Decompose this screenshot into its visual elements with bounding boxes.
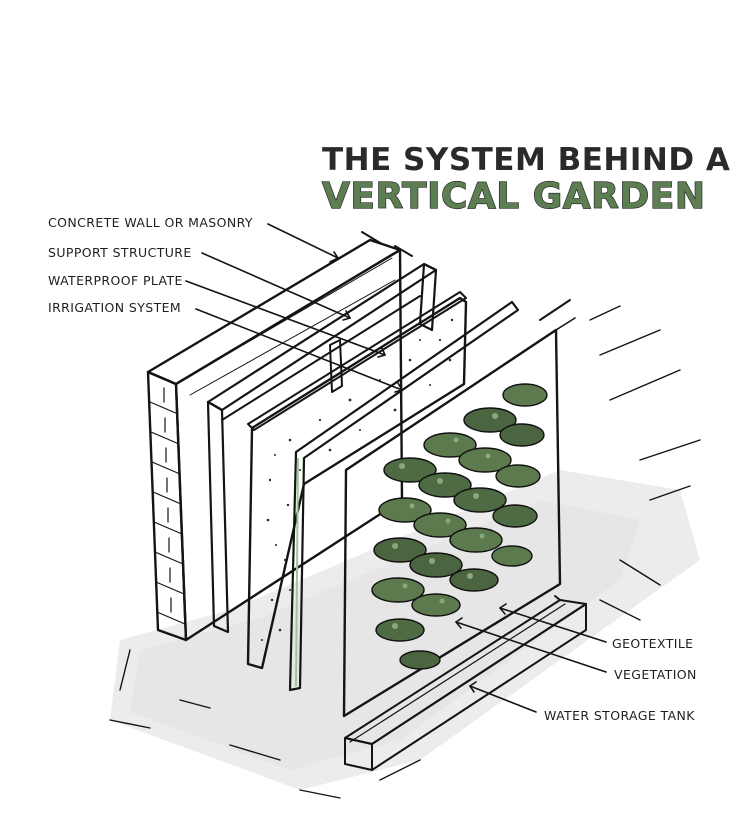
label-support-structure: SUPPORT STRUCTURE bbox=[48, 245, 192, 260]
label-vegetation: VEGETATION bbox=[614, 667, 697, 682]
brick-wall bbox=[146, 231, 413, 642]
label-geotextile: GEOTEXTILE bbox=[612, 636, 693, 651]
geotextile-sheet bbox=[342, 299, 576, 718]
plate-texture bbox=[261, 318, 454, 641]
label-water-storage-tank: WATER STORAGE TANK bbox=[544, 708, 695, 723]
label-concrete-wall: CONCRETE WALL OR MASONRY bbox=[48, 215, 253, 230]
waterproof-plate bbox=[246, 291, 468, 670]
left-labels: CONCRETE WALL OR MASONRY SUPPORT STRUCTU… bbox=[48, 215, 253, 315]
title: THE SYSTEM BEHIND A VERTICAL GARDEN bbox=[321, 142, 730, 218]
title-line-2: VERTICAL GARDEN bbox=[322, 176, 706, 217]
vegetation-cluster bbox=[371, 383, 548, 670]
irrigation-pipe bbox=[288, 300, 520, 692]
right-leader-lines bbox=[455, 603, 607, 713]
label-waterproof-plate: WATERPROOF PLATE bbox=[48, 273, 183, 288]
water-storage-tank bbox=[344, 595, 587, 771]
right-labels: GEOTEXTILE VEGETATION WATER STORAGE TANK bbox=[544, 636, 697, 723]
left-leader-lines bbox=[185, 223, 403, 393]
title-line-1: THE SYSTEM BEHIND A bbox=[322, 142, 730, 178]
label-irrigation-system: IRRIGATION SYSTEM bbox=[48, 300, 181, 315]
